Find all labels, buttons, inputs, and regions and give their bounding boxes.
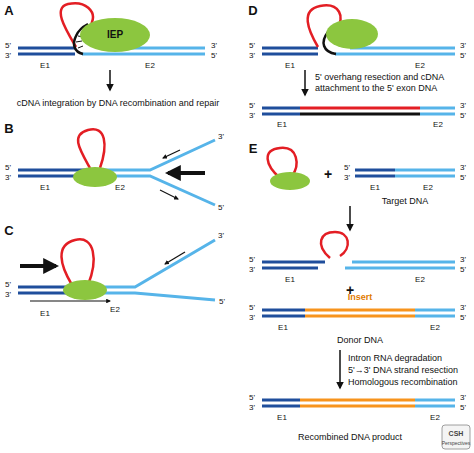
strand-end: 5' xyxy=(460,174,466,182)
strand-end: 3' xyxy=(5,52,11,60)
exon-label: E2 xyxy=(430,324,440,332)
exon-label: E1 xyxy=(370,184,380,192)
exon-label: E1 xyxy=(40,62,50,70)
step-arrow xyxy=(109,70,111,90)
panel-c-dna xyxy=(18,239,215,300)
step-arrow xyxy=(339,350,341,388)
node-text: IEP xyxy=(107,30,123,40)
strand-end: 3' xyxy=(218,232,224,240)
caption: cDNA integration by DNA recombination an… xyxy=(17,99,220,108)
strand-end: 5' xyxy=(249,102,255,110)
strand-end: 3' xyxy=(249,404,255,412)
exon-label: E2 xyxy=(433,121,443,129)
logo-text: Perspectives xyxy=(442,441,471,446)
iep-protein: IEP xyxy=(80,18,150,52)
panel-d-dna xyxy=(262,5,455,54)
strand-end: 3' xyxy=(218,133,224,141)
strand-arrow xyxy=(165,252,185,264)
step-note: 5'→3' DNA strand resection xyxy=(348,366,458,375)
exon-label: E1 xyxy=(285,62,295,70)
strand-end: 3' xyxy=(344,174,350,182)
exon-label: E2 xyxy=(145,62,155,70)
exon-label: E1 xyxy=(277,414,287,422)
strand-end: 3' xyxy=(249,314,255,322)
strand-end: 5' xyxy=(219,298,225,306)
strand-end: 5' xyxy=(460,112,466,120)
strand-end: 3' xyxy=(5,174,11,182)
strand-end: 5' xyxy=(218,204,224,212)
exon-label: E2 xyxy=(430,414,440,422)
insert-band: Insert xyxy=(305,293,415,307)
strand-end: 3' xyxy=(211,42,217,50)
strand-end: 3' xyxy=(460,304,466,312)
panel-letter: D xyxy=(248,4,257,17)
strand-end: 3' xyxy=(460,256,466,264)
strand-end: 3' xyxy=(249,52,255,60)
step-arrow xyxy=(349,206,351,230)
strand-end: 3' xyxy=(460,42,466,50)
strand-end: 5' xyxy=(5,281,11,289)
caption: 5' overhang resection and cDNA attachmen… xyxy=(315,72,465,94)
plus-sign: + xyxy=(346,283,354,297)
panel-a-dna xyxy=(18,3,205,54)
strand-end: 5' xyxy=(249,42,255,50)
panel-letter: C xyxy=(4,224,13,237)
exon-label: E1 xyxy=(285,276,295,284)
strand-end: 3' xyxy=(5,291,11,299)
panel-letter: B xyxy=(4,122,13,135)
logo-badge xyxy=(442,425,470,449)
strand-arrow xyxy=(163,150,180,158)
exon-label: E2 xyxy=(415,276,425,284)
exon-label: E2 xyxy=(423,184,433,192)
strand-end: 3' xyxy=(460,394,466,402)
step-note: Intron RNA degradation xyxy=(348,354,442,363)
strand-end: 5' xyxy=(249,304,255,312)
exon-label: E1 xyxy=(40,184,50,192)
exon-label: E1 xyxy=(277,121,287,129)
strand-end: 5' xyxy=(344,164,350,172)
exon-label: E2 xyxy=(110,306,120,314)
strand-end: 5' xyxy=(5,164,11,172)
logo-text: CSH xyxy=(449,430,464,437)
caption: Donor DNA xyxy=(337,336,383,345)
fork-arrow xyxy=(20,264,56,268)
strand-end: 5' xyxy=(460,52,466,60)
plus-sign: + xyxy=(324,167,332,181)
strand-end: 5' xyxy=(460,266,466,274)
panel-letter: E xyxy=(249,142,258,155)
caption: Target DNA xyxy=(382,197,429,206)
exon-label: E1 xyxy=(40,310,50,318)
strand-end: 5' xyxy=(460,314,466,322)
strand-end: 3' xyxy=(249,112,255,120)
panel-b-dna xyxy=(18,129,215,205)
strand-end: 3' xyxy=(460,164,466,172)
exon-label: E2 xyxy=(115,184,125,192)
strand-end: 3' xyxy=(249,266,255,274)
panel-d-product xyxy=(262,108,455,114)
step-note: Homologous recombination xyxy=(348,378,458,387)
step-arrow xyxy=(304,70,306,95)
cut-target-dna xyxy=(262,232,455,268)
strand-end: 5' xyxy=(249,256,255,264)
strand-end: 5' xyxy=(211,52,217,60)
recombined-dna xyxy=(262,400,455,406)
strand-arrow xyxy=(30,300,110,301)
panel-e-rnp xyxy=(268,148,310,190)
strand-end: 3' xyxy=(460,102,466,110)
fork-arrow xyxy=(168,171,205,175)
target-dna xyxy=(355,170,455,176)
caption: Recombined DNA product xyxy=(298,433,402,442)
strand-arrow xyxy=(160,190,178,199)
donor-dna xyxy=(262,310,455,316)
exon-label: E1 xyxy=(278,324,288,332)
exon-label: E2 xyxy=(415,62,425,70)
strand-end: 5' xyxy=(460,404,466,412)
strand-end: 5' xyxy=(249,394,255,402)
strand-end: 5' xyxy=(5,42,11,50)
panel-letter: A xyxy=(4,4,13,17)
